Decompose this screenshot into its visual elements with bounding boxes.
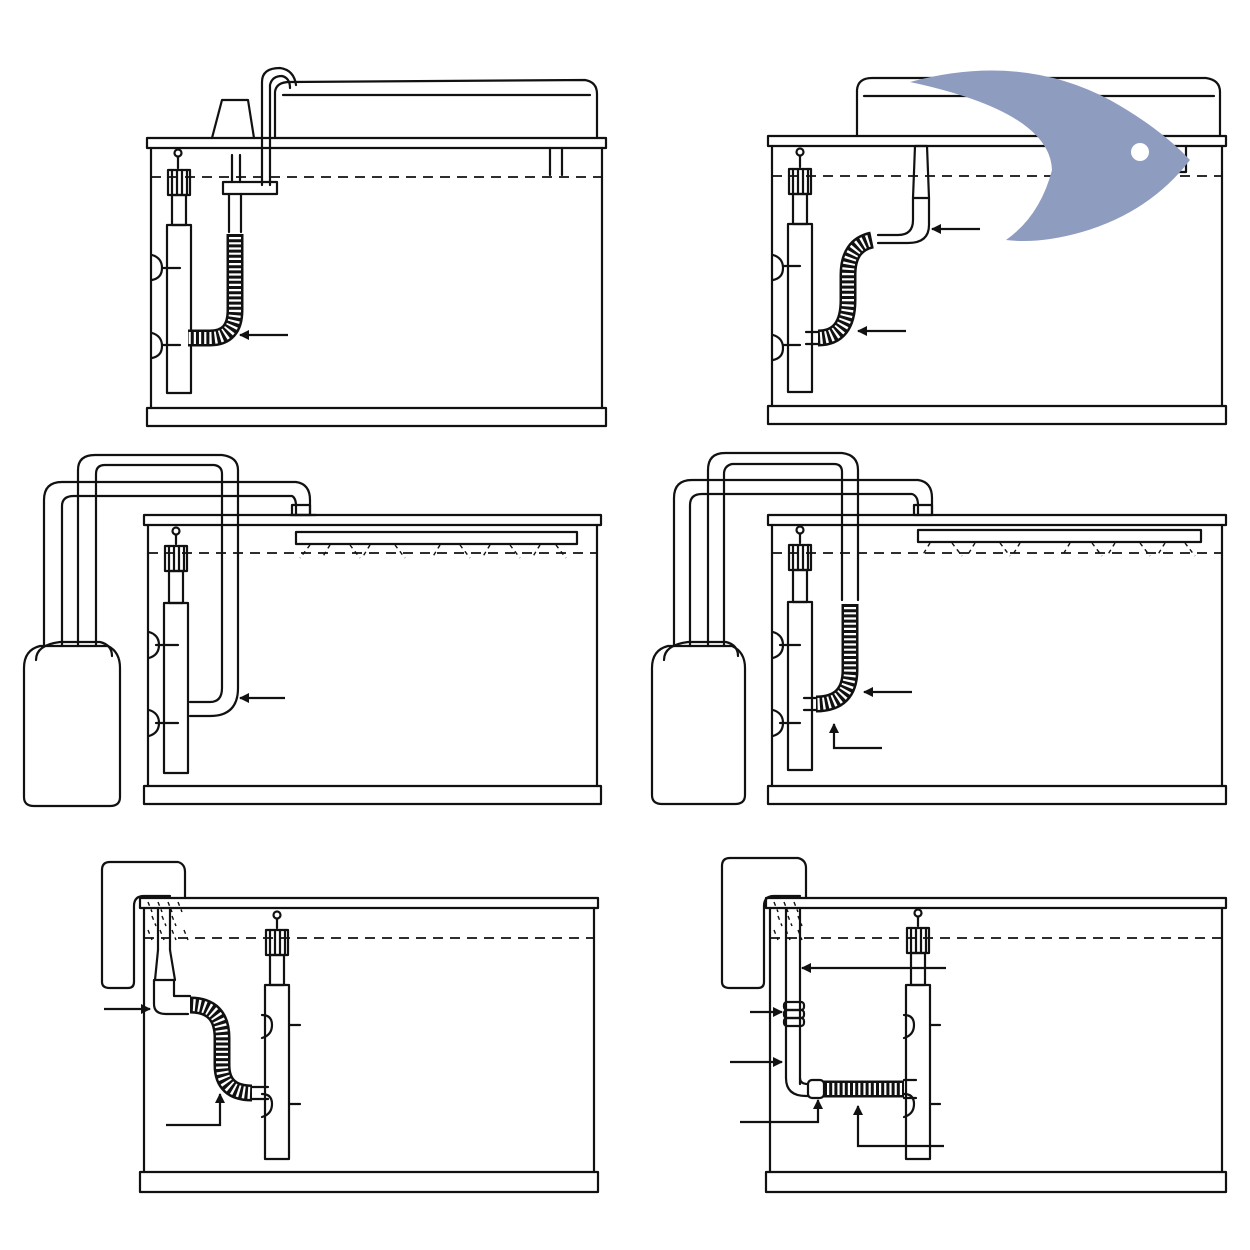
panel-6 bbox=[720, 856, 1228, 1194]
heater bbox=[260, 910, 302, 1161]
intake-assembly bbox=[802, 604, 859, 713]
aquarium-tank bbox=[766, 513, 1228, 806]
panel-3 bbox=[22, 453, 603, 808]
heater bbox=[771, 147, 814, 394]
spray-bar bbox=[916, 528, 1203, 557]
arrow bbox=[740, 1099, 823, 1124]
intake-assembly bbox=[782, 906, 918, 1100]
hang-on-back-filter bbox=[100, 860, 189, 990]
outlet-pipe bbox=[260, 66, 298, 187]
brand-logo bbox=[910, 70, 1190, 241]
heater bbox=[771, 525, 814, 772]
arrow bbox=[166, 1093, 225, 1127]
heater bbox=[150, 148, 193, 395]
aquarium-tank bbox=[145, 136, 608, 428]
filter-cup bbox=[210, 98, 256, 140]
panel-1 bbox=[145, 66, 608, 428]
aquarium-tank bbox=[766, 134, 1228, 426]
return-hoses bbox=[672, 451, 934, 648]
intake-assembly bbox=[152, 906, 270, 1102]
return-hoses bbox=[42, 453, 318, 718]
hang-on-back-filter bbox=[720, 856, 808, 990]
heater bbox=[902, 908, 942, 1161]
intake-assembly bbox=[804, 144, 931, 347]
aquarium-tank bbox=[764, 896, 1228, 1194]
panel-2 bbox=[766, 70, 1228, 426]
external-canister bbox=[650, 640, 747, 806]
arrow bbox=[829, 723, 882, 750]
spray-bar bbox=[294, 530, 579, 559]
panel-5 bbox=[100, 860, 600, 1194]
panel-4 bbox=[650, 451, 1228, 806]
aquarium-tank bbox=[142, 513, 603, 806]
aquarium-tank bbox=[138, 896, 600, 1194]
intake-assembly bbox=[188, 153, 279, 347]
external-canister bbox=[22, 640, 122, 808]
heater bbox=[147, 526, 190, 775]
arrow bbox=[853, 1105, 944, 1148]
canister-filter-on-lid bbox=[273, 78, 599, 177]
